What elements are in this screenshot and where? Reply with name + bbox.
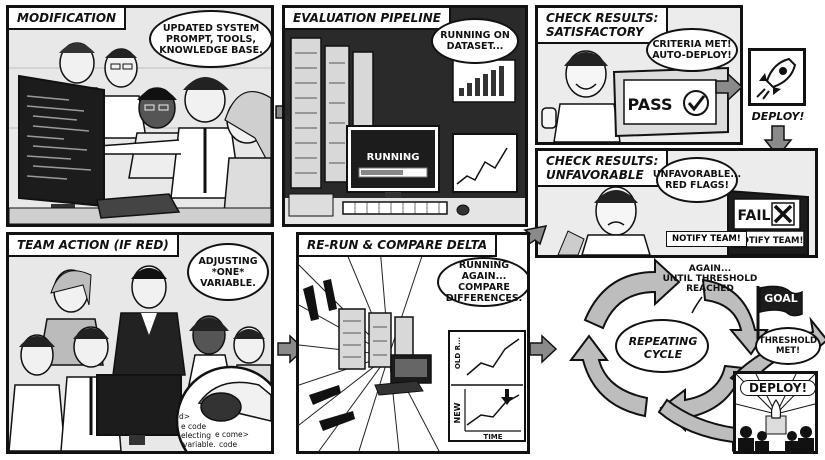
- checkmark-icon: [683, 90, 709, 116]
- compare-chart: OLD R... NEW TIME: [448, 330, 526, 442]
- panel-check-unfavorable: CHECK RESULTS: UNFAVORABLE FAIL NOTIFY T…: [535, 148, 818, 258]
- panel-deploy-final: DEPLOY!: [733, 371, 818, 454]
- monitor-fail: FAIL NOTIFY TEAM!: [727, 189, 809, 255]
- panel-check-satisfactory: CHECK RESULTS: SATISFACTORY PASS CRITERI…: [535, 5, 743, 145]
- cycle-label: REPEATING CYCLE: [628, 335, 698, 361]
- speech-bubble-evaluation: RUNNING ON DATASET...: [431, 18, 519, 64]
- arrow-to-cycle: [529, 334, 558, 364]
- person-worried: [557, 186, 651, 255]
- monitor-icon: [18, 74, 105, 214]
- person-front-left: [9, 334, 66, 451]
- monitor-running: RUNNING: [346, 125, 440, 200]
- rocket-icon: [756, 57, 797, 100]
- person-glasses-center: [96, 48, 147, 139]
- deploy-final-label: DEPLOY!: [740, 380, 815, 396]
- code-line-3: electing: [181, 431, 211, 440]
- panel-rerun-compare: RE-RUN & COMPARE DELTA: [296, 232, 530, 454]
- cycle-note: AGAIN... UNTIL THRESHOLD REACHED: [662, 264, 758, 294]
- speech-bubble-threshold: THRESHOLD MET!: [755, 327, 821, 365]
- code-line-1: d>: [179, 412, 190, 421]
- monitor-team: [96, 374, 182, 445]
- code-line-5: e come>: [215, 430, 249, 439]
- team-action-scene: d> e code electing variable. e come> cod…: [9, 235, 271, 451]
- speech-bubble-rerun: RUNNING AGAIN... COMPARE DIFFERENCES.: [437, 257, 527, 307]
- speech-bubble-unfavorable: UNFAVORABLE... RED FLAGS!: [653, 157, 741, 203]
- goal-flag-text: GOAL: [764, 292, 798, 305]
- note-pointer: [691, 296, 703, 314]
- panel-unfavorable-caption: CHECK RESULTS: UNFAVORABLE: [538, 151, 669, 187]
- code-line-2: e code: [181, 422, 206, 431]
- panel-team-action: TEAM ACTION (IF RED): [6, 232, 274, 454]
- monitor-running-text: RUNNING: [367, 152, 420, 163]
- panel-rerun-caption: RE-RUN & COMPARE DELTA: [299, 235, 498, 257]
- panel-evaluation-pipeline: EVALUATION PIPELINE RUNNING: [282, 5, 528, 227]
- speech-bubble-modification: UPDATED SYSTEM PROMPT, TOOLS, KNOWLEDGE …: [149, 10, 271, 68]
- panel-modification: MODIFICATION: [6, 5, 274, 227]
- panel-modification-caption: MODIFICATION: [9, 8, 127, 30]
- code-line-6: code: [219, 440, 237, 449]
- flag-icon: [756, 285, 803, 350]
- notify-team-banner: NOTIFY TEAM!: [735, 236, 804, 246]
- deploy-top-label: DEPLOY!: [751, 110, 805, 123]
- fail-sign-text: FAIL: [738, 208, 771, 224]
- chart-old-label: OLD R...: [454, 337, 462, 369]
- speech-bubble-satisfactory: CRITERIA MET! AUTO-DEPLOY!: [646, 28, 738, 72]
- pass-sign-text: PASS: [628, 95, 673, 114]
- person-suit: [112, 265, 186, 376]
- arrow-to-deploy-top: [715, 72, 744, 102]
- code-line-4: variable.: [183, 440, 216, 449]
- rerun-scene: OLD R... NEW TIME: [299, 235, 527, 451]
- speech-bubble-team-action: ADJUSTING *ONE* VARIABLE.: [187, 243, 269, 301]
- person-thumbs-up: [541, 50, 621, 142]
- deploy-rocket-box: [748, 48, 806, 106]
- person-blonde: [222, 90, 271, 224]
- panel-evaluation-caption: EVALUATION PIPELINE: [285, 8, 451, 30]
- mouse-icon: [200, 392, 242, 422]
- monitor-pass: PASS: [612, 66, 729, 138]
- server-rack-icon: [290, 37, 374, 189]
- chart-new-label: NEW: [453, 402, 462, 423]
- chart-time-label: TIME: [483, 433, 502, 441]
- evaluation-scene: RUNNING: [285, 8, 525, 224]
- notify-team-note: NOTIFY TEAM!: [666, 231, 747, 247]
- panel-satisfactory-caption: CHECK RESULTS: SATISFACTORY: [538, 8, 669, 44]
- panel-team-action-caption: TEAM ACTION (IF RED): [9, 235, 179, 257]
